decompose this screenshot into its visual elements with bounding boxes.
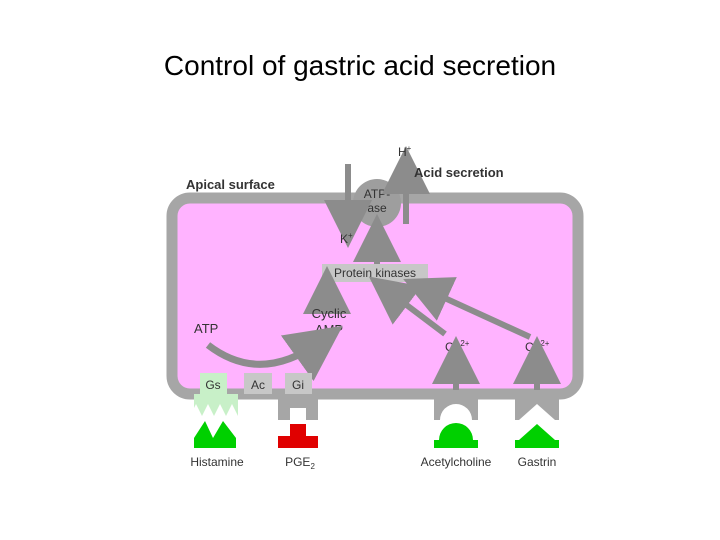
gastrin-ligand bbox=[515, 424, 559, 448]
acetylcholine-ligand bbox=[434, 423, 478, 448]
gs-box bbox=[200, 373, 227, 394]
gastrin-label: Gastrin bbox=[518, 455, 557, 469]
ac-box bbox=[244, 373, 272, 394]
atpase-label-line2: ase bbox=[367, 201, 387, 215]
pge2-ligand bbox=[278, 424, 318, 448]
pge2-label: PGE2 bbox=[285, 455, 315, 471]
acid-secretion-label: Acid secretion bbox=[414, 165, 504, 180]
acetylcholine-receptor bbox=[434, 394, 478, 420]
histamine-label: Histamine bbox=[190, 455, 244, 469]
atp-to-camp-arrow bbox=[205, 325, 343, 382]
histamine-receptor bbox=[194, 394, 238, 416]
k-ion-label: K+ bbox=[340, 231, 353, 246]
histamine-ligand bbox=[194, 421, 236, 448]
protein-kinases-label: Protein kinases bbox=[334, 266, 416, 280]
pge2-receptor bbox=[278, 394, 318, 420]
acetylcholine-label: Acetylcholine bbox=[421, 455, 492, 469]
cell-body bbox=[166, 192, 584, 400]
ac-label: Ac bbox=[251, 378, 265, 392]
gi-box bbox=[285, 373, 312, 394]
cyclic-amp-line2: AMP bbox=[315, 322, 343, 337]
h-ion-label: H+ bbox=[398, 144, 412, 159]
gi-label: Gi bbox=[292, 378, 304, 392]
gastrin-receptor bbox=[515, 394, 559, 420]
atpase-label-line1: ATP- bbox=[364, 187, 390, 201]
cyclic-amp-line1: Cyclic bbox=[312, 306, 347, 321]
gs-label: Gs bbox=[205, 378, 220, 392]
slide-title: Control of gastric acid secretion bbox=[163, 50, 557, 81]
apical-surface-label: Apical surface bbox=[186, 177, 275, 192]
atp-label: ATP bbox=[194, 321, 218, 336]
ca-right-to-kinase-arrow bbox=[403, 277, 532, 340]
